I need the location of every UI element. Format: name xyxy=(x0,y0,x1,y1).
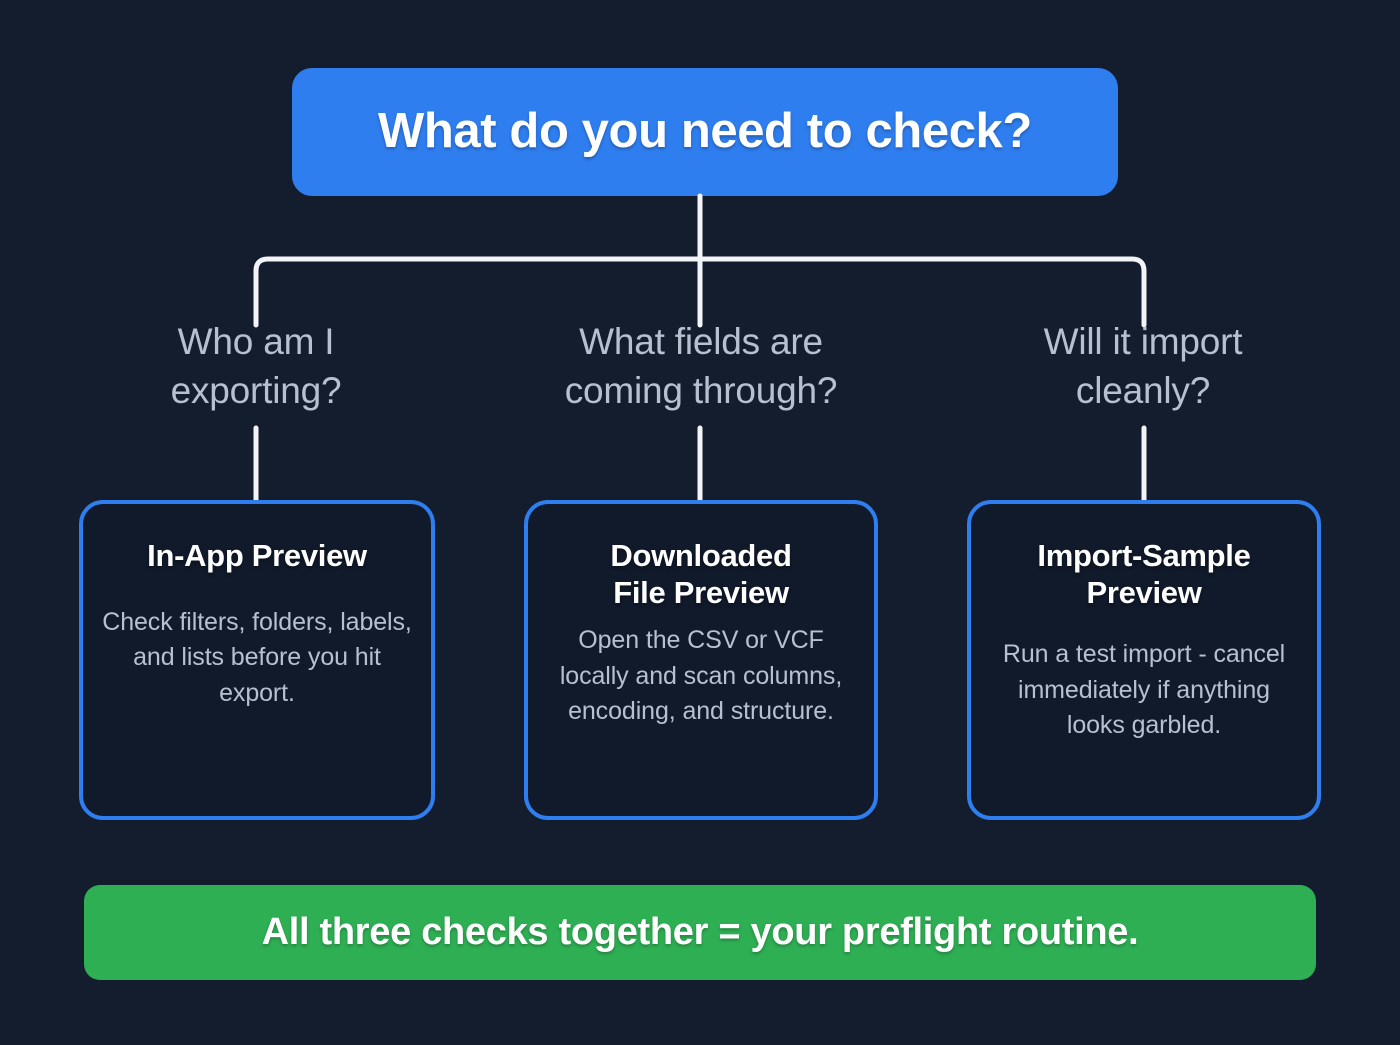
card-in-app-preview-title-line-1: In-App Preview xyxy=(147,538,367,573)
branch-question-3-line-1: Will it import xyxy=(1043,321,1243,362)
root-question-banner: What do you need to check? xyxy=(292,68,1118,196)
root-question-text: What do you need to check? xyxy=(378,104,1032,159)
connector-bus xyxy=(253,256,1147,328)
summary-banner-text: All three checks together = your preflig… xyxy=(261,910,1139,953)
card-in-app-preview-body: Check filters, folders, labels, and list… xyxy=(102,607,412,707)
card-in-app-preview: In-App Preview Check filters, folders, l… xyxy=(79,500,435,820)
branch-question-2-line-2: coming through? xyxy=(564,369,838,411)
card-downloaded-file-preview: Downloaded File Preview Open the CSV or … xyxy=(524,500,878,820)
card-downloaded-file-preview-title: Downloaded File Preview xyxy=(610,538,792,611)
card-import-sample-preview: Import-Sample Preview Run a test import … xyxy=(967,500,1321,820)
card-import-sample-preview-title-line-2: Preview xyxy=(1086,574,1202,610)
branch-question-2-line-1: What fields are xyxy=(579,321,823,362)
card-import-sample-preview-title-line-1: Import-Sample xyxy=(1037,538,1251,573)
branch-question-3-line-2: cleanly? xyxy=(1075,369,1211,411)
branch-question-2: What fields are coming through? xyxy=(521,318,881,416)
branch-question-3: Will it import cleanly? xyxy=(963,318,1323,416)
card-downloaded-file-preview-body: Open the CSV or VCF locally and scan col… xyxy=(559,626,843,726)
summary-banner: All three checks together = your preflig… xyxy=(84,885,1316,980)
card-import-sample-preview-title: Import-Sample Preview xyxy=(1037,538,1250,611)
branch-question-1-line-2: exporting? xyxy=(170,369,342,411)
card-in-app-preview-title: In-App Preview xyxy=(147,538,367,575)
branch-question-1: Who am I exporting? xyxy=(76,318,436,416)
branch-question-1-line-1: Who am I xyxy=(177,321,335,362)
card-downloaded-file-preview-title-line-2: File Preview xyxy=(613,574,789,610)
card-downloaded-file-preview-title-line-1: Downloaded xyxy=(610,538,792,573)
card-import-sample-preview-body: Run a test import - cancel immediately i… xyxy=(1002,640,1286,740)
